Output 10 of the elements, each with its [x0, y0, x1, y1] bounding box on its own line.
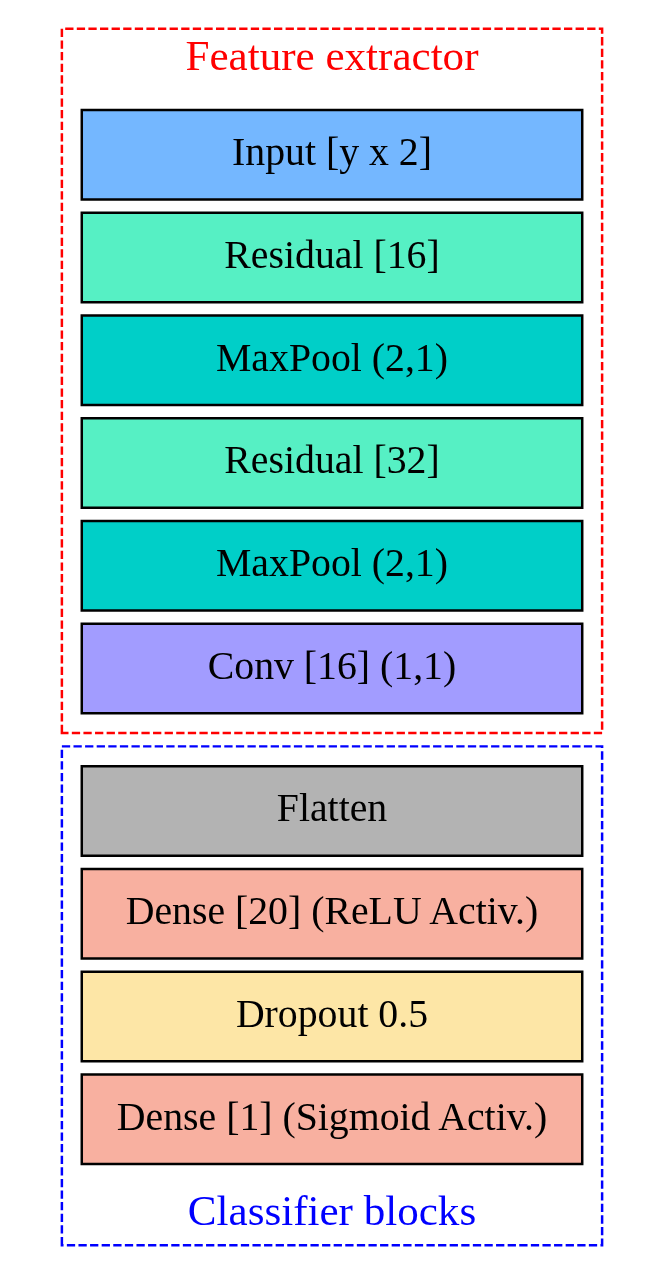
node-box: Dense [20] (ReLU Activ.)	[80, 867, 584, 960]
node-box: Residual [16]	[80, 211, 584, 304]
node-box: MaxPool (2,1)	[80, 519, 584, 612]
node-box: Conv [16] (1,1)	[80, 622, 584, 715]
node-box: Dropout 0.5	[80, 970, 584, 1063]
node-box: Dense [1] (Sigmoid Activ.)	[80, 1073, 584, 1166]
node-box: Residual [32]	[80, 417, 584, 509]
node-box: MaxPool (2,1)	[80, 314, 584, 407]
node-box: Input [y x 2]	[80, 108, 584, 201]
node-box: Flatten	[80, 765, 584, 857]
